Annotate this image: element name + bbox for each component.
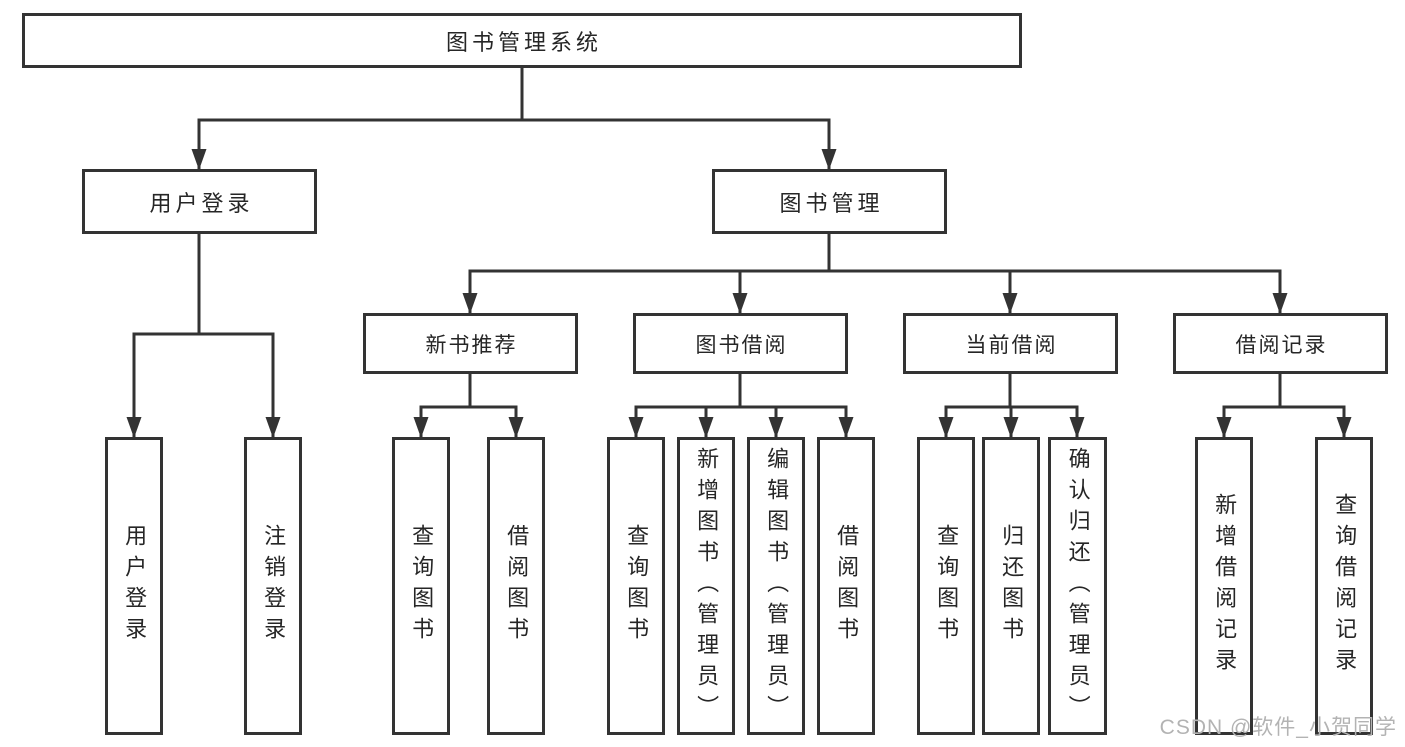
leaf-newrec-query-books: 查询图书 bbox=[392, 437, 450, 735]
connector-root-to-level2 bbox=[191, 66, 837, 172]
leaf-add-book-admin: 新增图书（管理员） bbox=[677, 437, 735, 735]
connector-book-borrow-children bbox=[628, 372, 854, 440]
leaf-logout: 注销登录 bbox=[244, 437, 302, 735]
node-library-system-label: 图书管理系统 bbox=[445, 29, 602, 55]
leaf-add-borrow-record-label: 新增借阅记录 bbox=[1212, 493, 1238, 679]
leaf-borrow-book: 借阅图书 bbox=[817, 437, 875, 735]
leaf-return-book-label: 归还图书 bbox=[999, 524, 1025, 648]
leaf-add-borrow-record: 新增借阅记录 bbox=[1195, 437, 1253, 735]
leaf-borrow-query-books-label: 查询图书 bbox=[624, 524, 650, 648]
leaf-confirm-return-admin-label: 确认归还（管理员） bbox=[1065, 446, 1091, 726]
leaf-newrec-borrow-books: 借阅图书 bbox=[487, 437, 545, 735]
node-new-book-recommend-label: 新书推荐 bbox=[425, 333, 518, 357]
node-user-login-label: 用户登录 bbox=[149, 190, 254, 216]
leaf-current-query-books-label: 查询图书 bbox=[934, 524, 960, 648]
node-current-borrow: 当前借阅 bbox=[903, 313, 1118, 374]
connector-user-login-children bbox=[126, 232, 281, 440]
connector-new-book-children bbox=[413, 372, 524, 440]
leaf-edit-book-admin-label: 编辑图书（管理员） bbox=[764, 446, 790, 726]
node-borrow-records-label: 借阅记录 bbox=[1235, 333, 1328, 357]
leaf-newrec-borrow-books-label: 借阅图书 bbox=[504, 524, 530, 648]
leaf-user-login: 用户登录 bbox=[105, 437, 163, 735]
connector-book-mgmt-children bbox=[462, 232, 1288, 316]
node-book-borrow: 图书借阅 bbox=[633, 313, 848, 374]
node-borrow-records: 借阅记录 bbox=[1173, 313, 1388, 374]
leaf-user-login-label: 用户登录 bbox=[122, 524, 148, 648]
leaf-add-book-admin-label: 新增图书（管理员） bbox=[694, 446, 720, 726]
leaf-confirm-return-admin: 确认归还（管理员） bbox=[1048, 437, 1107, 735]
leaf-logout-label: 注销登录 bbox=[261, 524, 287, 648]
leaf-edit-book-admin: 编辑图书（管理员） bbox=[747, 437, 805, 735]
node-new-book-recommend: 新书推荐 bbox=[363, 313, 578, 374]
leaf-newrec-query-books-label: 查询图书 bbox=[409, 524, 435, 648]
node-book-borrow-label: 图书借阅 bbox=[695, 333, 788, 357]
node-library-system: 图书管理系统 bbox=[22, 13, 1022, 68]
node-user-login: 用户登录 bbox=[82, 169, 317, 234]
connector-current-borrow-children bbox=[938, 372, 1085, 440]
node-book-management: 图书管理 bbox=[712, 169, 947, 234]
leaf-query-borrow-record: 查询借阅记录 bbox=[1315, 437, 1373, 735]
connector-borrow-records-children bbox=[1216, 372, 1352, 440]
leaf-borrow-book-label: 借阅图书 bbox=[834, 524, 860, 648]
leaf-query-borrow-record-label: 查询借阅记录 bbox=[1332, 493, 1358, 679]
leaf-return-book: 归还图书 bbox=[982, 437, 1040, 735]
leaf-borrow-query-books: 查询图书 bbox=[607, 437, 665, 735]
leaf-current-query-books: 查询图书 bbox=[917, 437, 975, 735]
node-current-borrow-label: 当前借阅 bbox=[965, 333, 1058, 357]
node-book-management-label: 图书管理 bbox=[779, 190, 884, 216]
